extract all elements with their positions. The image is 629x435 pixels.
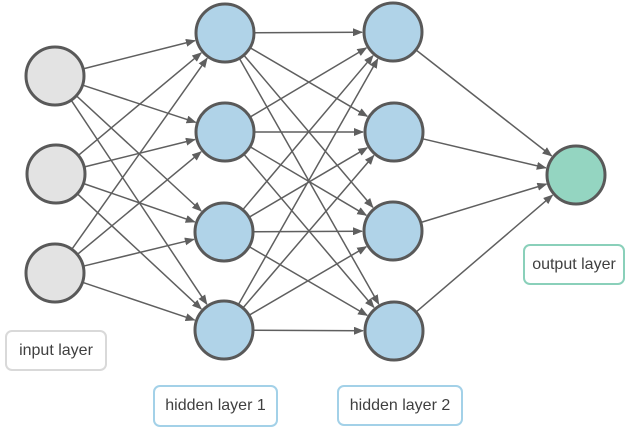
edge-hidden2-2-to-output-1 [422, 137, 547, 170]
node-input-1 [24, 45, 86, 107]
node-hidden1-1 [194, 2, 256, 64]
edge-hidden1-1-to-hidden2-1 [253, 28, 363, 37]
edge-hidden2-1-to-output-1 [415, 49, 553, 157]
edge-hidden1-2-to-hidden2-1 [249, 47, 368, 118]
node-hidden1-3 [193, 201, 255, 263]
node-hidden2-2 [363, 101, 425, 163]
edge-input-3-to-hidden1-3 [83, 237, 195, 267]
node-output-1 [545, 144, 607, 206]
node-hidden2-1 [362, 1, 424, 63]
edge-hidden1-3-to-hidden2-3 [252, 227, 363, 236]
label-hidden-layer-1: hidden layer 1 [153, 385, 278, 427]
edge-hidden1-4-to-hidden2-3 [248, 246, 368, 316]
edge-hidden1-4-to-hidden2-2 [242, 154, 375, 309]
node-input-2 [25, 143, 87, 205]
edge-input-3-to-hidden1-4 [82, 281, 196, 322]
edge-hidden1-3-to-hidden2-1 [242, 54, 374, 211]
node-hidden2-4 [363, 300, 425, 362]
edge-input-3-to-hidden1-1 [71, 57, 208, 250]
edge-input-2-to-hidden1-4 [76, 193, 203, 310]
edge-hidden1-4-to-hidden2-4 [252, 326, 364, 335]
edge-hidden2-3-to-output-1 [420, 182, 548, 224]
node-hidden2-3 [362, 200, 424, 262]
label-input-layer: input layer [5, 330, 107, 371]
node-hidden1-4 [193, 299, 255, 361]
edge-input-1-to-hidden1-1 [82, 38, 196, 70]
label-output-layer: output layer [523, 244, 625, 285]
edge-input-1-to-hidden1-2 [82, 84, 197, 124]
edge-hidden2-4-to-output-1 [415, 194, 554, 313]
label-hidden-layer-2: hidden layer 2 [337, 385, 463, 426]
edges-group [70, 28, 554, 335]
node-input-3 [24, 242, 86, 304]
node-hidden1-2 [194, 101, 256, 163]
edge-input-2-to-hidden1-1 [77, 52, 202, 156]
edge-input-3-to-hidden1-2 [76, 151, 202, 256]
edge-hidden1-4-to-hidden2-1 [237, 58, 379, 306]
